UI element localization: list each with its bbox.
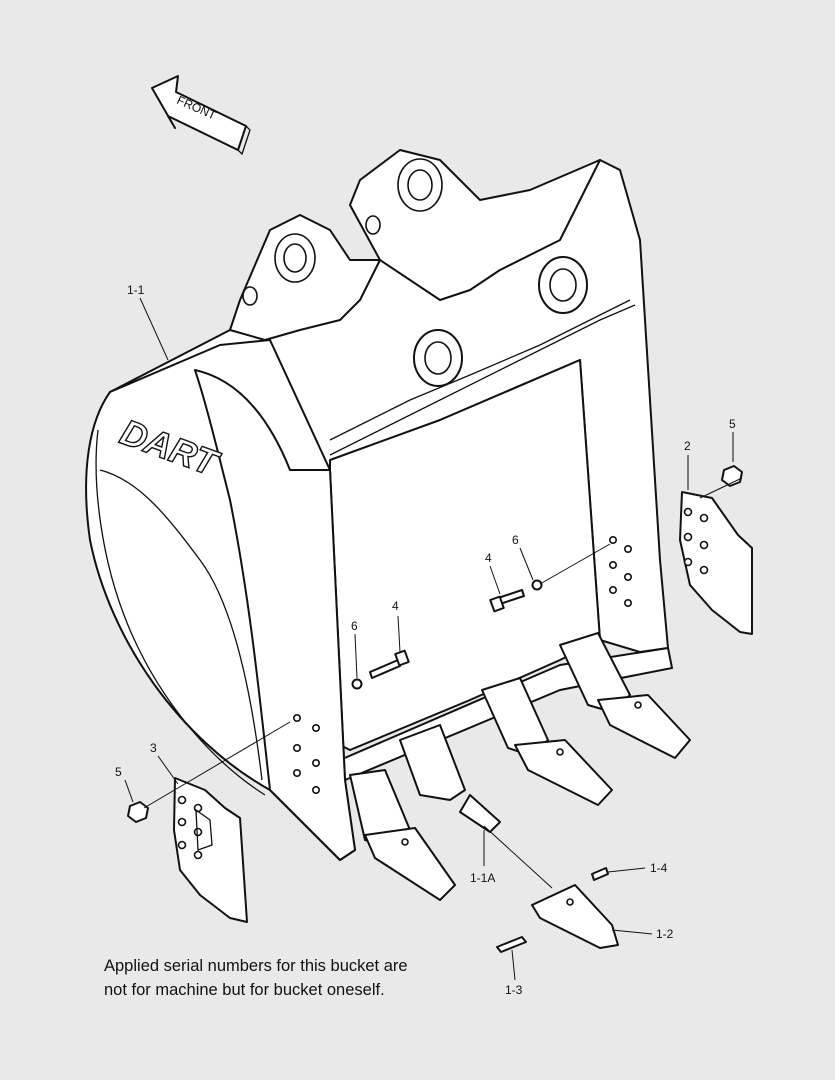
side-cutter-left <box>173 777 248 923</box>
nut-left <box>127 801 149 823</box>
bucket-body <box>85 149 673 861</box>
callout-1-2: 1-2 <box>656 927 674 941</box>
callout-4-upper: 4 <box>485 551 492 565</box>
loose-tooth-point <box>531 884 619 949</box>
callout-6-lower: 6 <box>351 619 358 633</box>
callout-3: 3 <box>150 741 157 755</box>
side-cutter-right <box>679 491 753 635</box>
callout-5-left: 5 <box>115 765 122 779</box>
callout-1-4: 1-4 <box>650 861 668 875</box>
callout-1-3: 1-3 <box>505 983 523 997</box>
callout-labels: 1-1 2 5 4 6 4 6 3 5 1-1A 1-4 1-2 1-3 <box>115 283 736 997</box>
nut-right <box>721 465 743 487</box>
note-line-2: not for machine but for bucket oneself. <box>104 981 385 999</box>
tooth-2 <box>399 724 501 833</box>
washer-lower <box>351 678 363 690</box>
tooth-3 <box>481 677 613 806</box>
callout-1-1a: 1-1A <box>470 871 495 885</box>
washer-upper <box>531 579 543 591</box>
lock-pin <box>591 867 609 881</box>
tooth-assemblies <box>349 632 691 953</box>
callout-4-lower: 4 <box>392 599 399 613</box>
retainer-clip <box>496 936 527 953</box>
leader-lines <box>124 297 743 981</box>
callout-5-right: 5 <box>729 417 736 431</box>
serial-number-note: Applied serial numbers for this bucket a… <box>104 954 408 1002</box>
tooth-4 <box>559 632 691 759</box>
callout-1-1: 1-1 <box>127 283 145 297</box>
callout-2: 2 <box>684 439 691 453</box>
callout-6-upper: 6 <box>512 533 519 547</box>
front-direction-arrow: FRONT <box>151 75 251 156</box>
note-line-1: Applied serial numbers for this bucket a… <box>104 957 408 975</box>
bolt-lower <box>369 649 410 679</box>
bolt-upper <box>489 589 525 613</box>
tooth-1 <box>349 769 456 901</box>
